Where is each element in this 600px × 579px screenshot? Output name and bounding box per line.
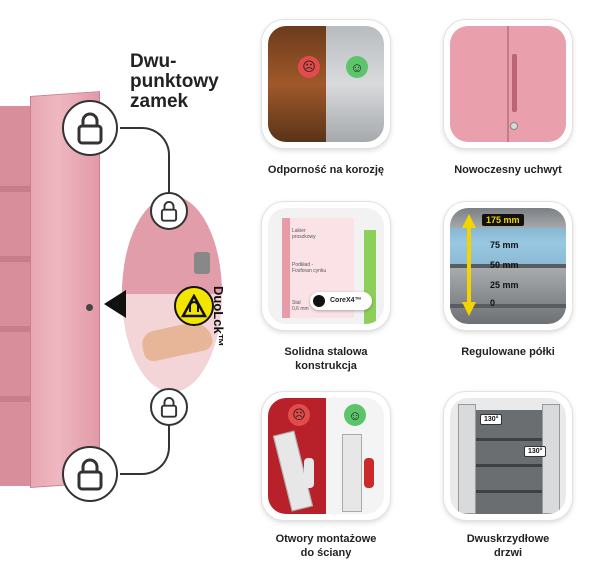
- shelf: [476, 464, 542, 467]
- mounted-cabinet: [342, 434, 362, 512]
- sad-face-icon: ☹: [288, 404, 310, 426]
- corex4-icon: [313, 295, 325, 307]
- title-line: zamek: [130, 91, 189, 112]
- tile-image: [450, 26, 566, 142]
- keyhole: [510, 122, 518, 130]
- caption-line: konstrukcja: [295, 360, 357, 372]
- caption-line: Odporność na korozję: [267, 164, 385, 176]
- bubble-lock-bolt: [194, 252, 210, 274]
- duolock-icon: [174, 286, 214, 326]
- cabinet-shelf: [0, 326, 34, 332]
- tile-wall-mounting: ☹ ☺: [262, 392, 390, 520]
- corex4-label: CoreX4™: [330, 297, 362, 304]
- person-figure: [364, 458, 374, 488]
- measurement-label: 75 mm: [490, 240, 519, 250]
- caption-line: Dwuskrzydłowe: [466, 533, 550, 545]
- shelf: [476, 438, 542, 441]
- caption-line: do ściany: [300, 547, 352, 559]
- caption-double-doors: Dwuskrzydłowe drzwi: [423, 532, 593, 560]
- angle-label: 130°: [480, 414, 503, 425]
- tile-handle: [444, 20, 572, 148]
- measurement-label: 175 mm: [482, 214, 524, 226]
- right-door: [542, 404, 560, 514]
- measurement-label: 25 mm: [490, 280, 519, 290]
- layer-label: Podkład -Fosforan cynku: [292, 262, 327, 274]
- connector-line: [120, 415, 170, 475]
- title-line: punktowy: [130, 71, 219, 92]
- shelf: [476, 490, 542, 493]
- door-handle: [512, 54, 517, 112]
- caption-construction: Solidna stalowa konstrukcja: [241, 345, 411, 373]
- arrow-stem: [467, 228, 471, 302]
- duolock-label: DuoLck™: [211, 286, 226, 347]
- tile-image: 130° 130°: [450, 398, 566, 514]
- clean-cabinet-half: [326, 26, 384, 142]
- cabinet-lock-knob: [86, 304, 93, 311]
- caption-line: Solidna stalowa: [284, 346, 368, 358]
- lock-title: Dwu- punktowy zamek: [130, 52, 219, 112]
- cabinet-shelf: [0, 186, 34, 192]
- tile-shelves: 175 mm 75 mm 50 mm 25 mm 0: [444, 202, 572, 330]
- shelf: [450, 264, 566, 268]
- measurement-label: 50 mm: [490, 260, 519, 270]
- sad-face-icon: ☹: [298, 56, 320, 78]
- padlock-icon: [150, 388, 188, 426]
- pointer-arrow: [104, 290, 126, 318]
- cabinet-body: [0, 106, 34, 486]
- tile-double-doors: 130° 130°: [444, 392, 572, 520]
- caption-handle: Nowoczesny uchwyt: [423, 163, 593, 177]
- caption-line: Otwory montażowe: [275, 533, 377, 545]
- person-figure: [304, 458, 314, 488]
- padlock-icon: [150, 192, 188, 230]
- padlock-icon: [62, 100, 118, 156]
- rusty-cabinet-half: [268, 26, 326, 142]
- arrow-up-icon: [462, 214, 476, 228]
- door-gap: [507, 26, 509, 142]
- connector-line: [120, 127, 170, 207]
- corex4-badge: CoreX4™: [310, 292, 372, 310]
- tile-image: ☹ ☺: [268, 26, 384, 142]
- caption-line: Nowoczesny uchwyt: [454, 164, 562, 176]
- caption-line: drzwi: [493, 547, 523, 559]
- cabinet-interior: [470, 410, 546, 514]
- primer-layer: [364, 230, 376, 324]
- cabinet-shelf: [0, 396, 34, 402]
- happy-face-icon: ☺: [344, 404, 366, 426]
- cabinet-shelf: [0, 256, 34, 262]
- measurement-label: 0: [490, 298, 496, 308]
- tile-corrosion: ☹ ☺: [262, 20, 390, 148]
- caption-corrosion: Odporność na korozję: [241, 163, 411, 177]
- title-line: Dwu-: [130, 51, 177, 72]
- caption-wall-mounting: Otwory montażowe do ściany: [241, 532, 411, 560]
- arrow-down-icon: [462, 302, 476, 316]
- tile-image: 175 mm 75 mm 50 mm 25 mm 0: [450, 208, 566, 324]
- caption-shelves: Regulowane półki: [423, 345, 593, 359]
- tile-image: ☹ ☺: [268, 398, 384, 514]
- padlock-icon: [62, 446, 118, 502]
- pink-cabinet: [0, 91, 112, 488]
- happy-face-icon: ☺: [346, 56, 368, 78]
- caption-line: Regulowane półki: [461, 346, 555, 358]
- angle-label: 130°: [524, 446, 547, 457]
- left-door: [458, 404, 476, 514]
- shelf: [450, 304, 566, 308]
